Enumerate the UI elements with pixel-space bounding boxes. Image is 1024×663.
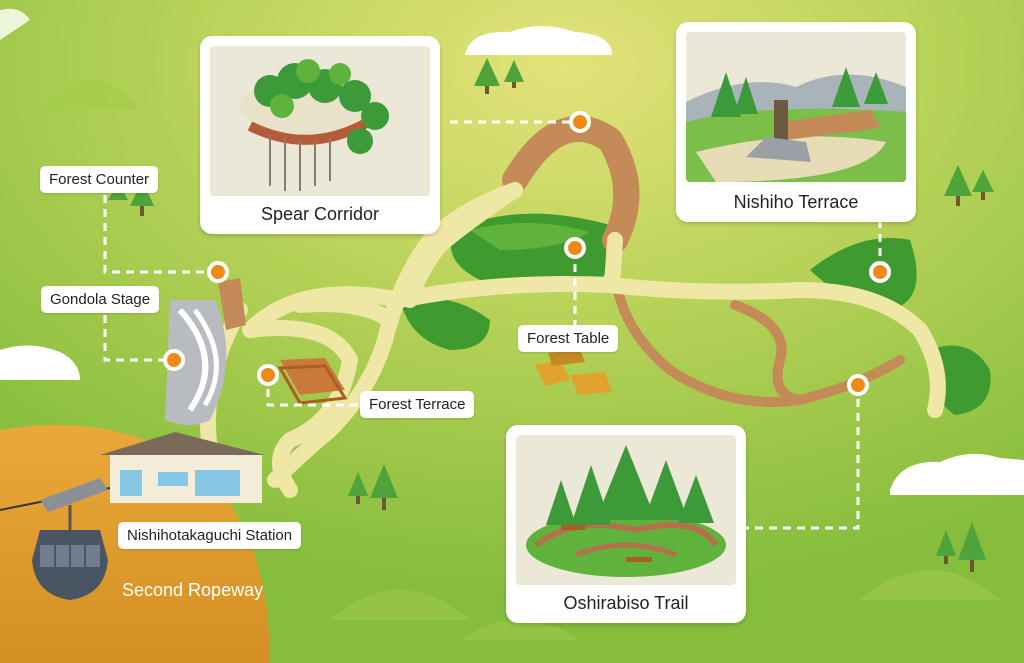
card-oshirabiso-trail[interactable]: Oshirabiso Trail — [506, 425, 746, 623]
oshirabiso-trail-thumbnail — [516, 435, 736, 585]
label-second-ropeway[interactable]: Second Ropeway — [122, 580, 264, 600]
connector-oshirabiso-trail — [745, 385, 860, 530]
station-building — [100, 432, 265, 503]
marker-spear-corridor — [569, 111, 591, 133]
label-forest-terrace[interactable]: Forest Terrace — [360, 391, 475, 418]
forest-table-graphic — [535, 350, 612, 395]
marker-nishiho-terrace — [869, 261, 891, 283]
card-title: Nishiho Terrace — [733, 192, 859, 212]
cloud — [0, 345, 80, 380]
connector-forest-terrace — [266, 375, 360, 407]
marker-forest-counter — [207, 261, 229, 283]
marker-oshirabiso-trail — [847, 374, 869, 396]
label-forest-table[interactable]: Forest Table — [518, 325, 619, 352]
cloud — [0, 8, 30, 40]
marker-forest-table — [564, 237, 586, 259]
card-title: Spear Corridor — [260, 204, 380, 224]
marker-forest-terrace — [257, 364, 279, 386]
card-title: Oshirabiso Trail — [563, 593, 689, 613]
label-nishihotakaguchi-station[interactable]: Nishihotakaguchi Station — [118, 522, 302, 549]
connector-gondola-stage — [103, 315, 170, 362]
ropeway-graphic — [0, 478, 111, 600]
connector-forest-counter — [103, 195, 218, 274]
cloud — [465, 26, 612, 55]
location-markers — [163, 111, 891, 396]
label-gondola-stage[interactable]: Gondola Stage — [41, 286, 160, 313]
marker-gondola-stage — [163, 349, 185, 371]
nishiho-terrace-thumbnail — [686, 32, 906, 182]
cloud — [890, 453, 1024, 495]
card-nishiho-terrace[interactable]: Nishiho Terrace — [676, 22, 916, 222]
label-forest-counter[interactable]: Forest Counter — [40, 166, 159, 193]
spear-corridor-thumbnail — [210, 46, 430, 196]
gondola-stage-graphic — [165, 300, 227, 425]
card-spear-corridor[interactable]: Spear Corridor — [200, 36, 440, 234]
forest-terrace-deck — [277, 358, 348, 405]
